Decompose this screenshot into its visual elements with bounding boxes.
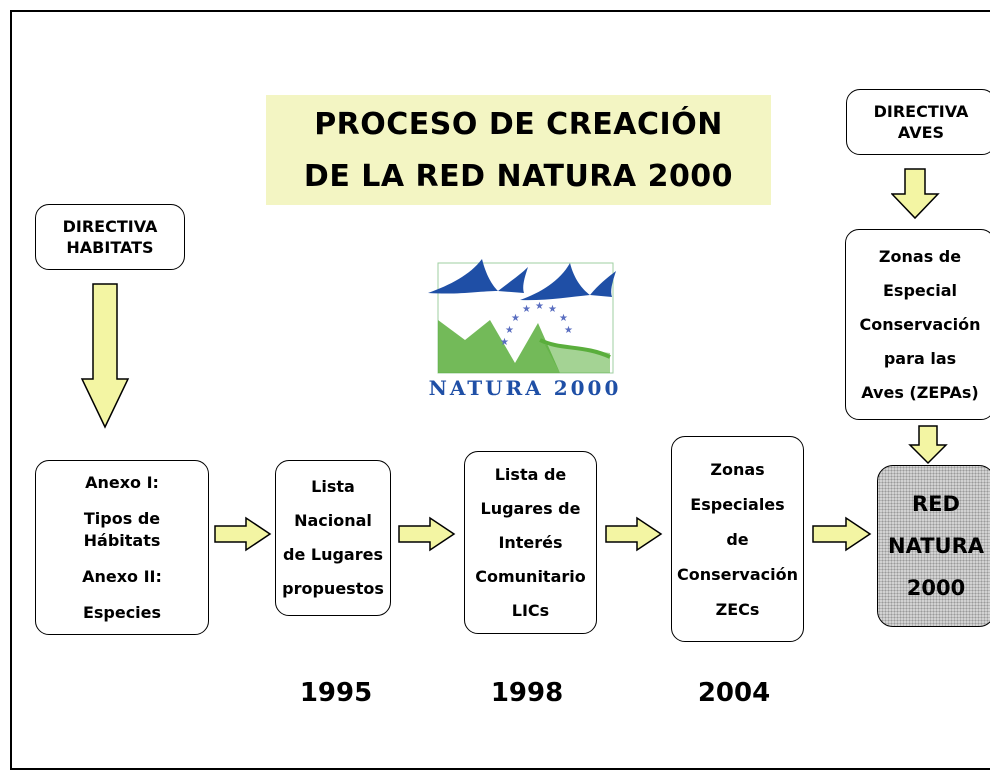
svg-text:★: ★ — [500, 337, 509, 348]
year-label: 2004 — [697, 678, 771, 708]
right-arrow-icon — [214, 516, 272, 552]
svg-text:★: ★ — [548, 304, 557, 315]
box-line: Comunitario — [475, 566, 586, 586]
title-banner: PROCESO DE CREACIÓN DE LA RED NATURA 200… — [266, 95, 771, 205]
box-line: de Lugares — [283, 545, 383, 564]
svg-text:★: ★ — [522, 304, 531, 315]
logo-text: NATURA 2000 — [429, 376, 620, 400]
box-line: Interés — [498, 532, 563, 552]
title-line-1: PROCESO DE CREACIÓN — [314, 107, 723, 142]
box-line: ZECs — [715, 599, 760, 619]
down-arrow-icon — [80, 283, 130, 429]
svg-text:★: ★ — [559, 313, 568, 324]
right-arrow-icon — [605, 516, 663, 552]
box-line: Especial — [882, 280, 957, 300]
year-label: 1998 — [490, 678, 564, 708]
box-line: para las — [883, 348, 957, 368]
box-line: Nacional — [294, 511, 372, 530]
box-line: RED — [912, 492, 960, 516]
box-line: Zonas de — [878, 246, 962, 266]
box-line: DIRECTIVA — [62, 217, 158, 236]
box-line: Tipos de — [83, 508, 161, 528]
directiva-habitats-box: DIRECTIVA HABITATS — [35, 204, 185, 270]
box-line: Anexo II: — [82, 566, 162, 586]
box-line: DIRECTIVA — [873, 102, 969, 121]
box-line: Lugares de — [480, 498, 581, 518]
lista-nacional-box: Lista Nacional de Lugares propuestos — [275, 460, 391, 616]
right-arrow-icon — [398, 516, 456, 552]
svg-text:★: ★ — [505, 325, 514, 336]
zepa-box: Zonas de Especial Conservación para las … — [845, 229, 990, 420]
zec-box: Zonas Especiales de Conservación ZECs — [671, 436, 804, 642]
title-line-2: DE LA RED NATURA 2000 — [303, 159, 734, 194]
box-line: Anexo I: — [85, 472, 159, 492]
box-line: de — [726, 529, 749, 549]
anexo-box: Anexo I: Tipos de Hábitats Anexo II: Esp… — [35, 460, 209, 635]
box-line: Aves (ZEPAs) — [861, 382, 979, 402]
down-arrow-icon — [891, 168, 940, 220]
box-line: Especiales — [690, 494, 785, 514]
svg-text:★: ★ — [564, 325, 573, 336]
box-line: Especies — [82, 602, 162, 622]
right-arrow-icon — [812, 516, 872, 552]
box-line: Conservación — [859, 314, 981, 334]
box-line: Hábitats — [83, 530, 161, 550]
down-arrow-icon — [908, 425, 948, 465]
box-line: AVES — [897, 123, 945, 142]
box-line: Lista de — [494, 464, 567, 484]
red-natura-box: RED NATURA 2000 — [877, 465, 990, 627]
year-label: 1995 — [299, 678, 373, 708]
directiva-aves-box: DIRECTIVA AVES — [846, 89, 990, 155]
svg-text:★: ★ — [535, 301, 544, 312]
box-line: HABITATS — [66, 238, 154, 257]
box-line: propuestos — [282, 579, 384, 598]
lic-box: Lista de Lugares de Interés Comunitario … — [464, 451, 597, 634]
box-line: LICs — [511, 600, 550, 620]
box-line: 2000 — [906, 576, 966, 600]
box-line: NATURA — [888, 534, 984, 558]
box-line: Conservación — [677, 564, 798, 584]
natura-2000-logo: ★★★ ★★★ ★★ NATURA 2000 — [428, 259, 620, 400]
box-line: Zonas — [710, 459, 765, 479]
box-line: Lista — [311, 477, 355, 496]
svg-text:★: ★ — [511, 313, 520, 324]
